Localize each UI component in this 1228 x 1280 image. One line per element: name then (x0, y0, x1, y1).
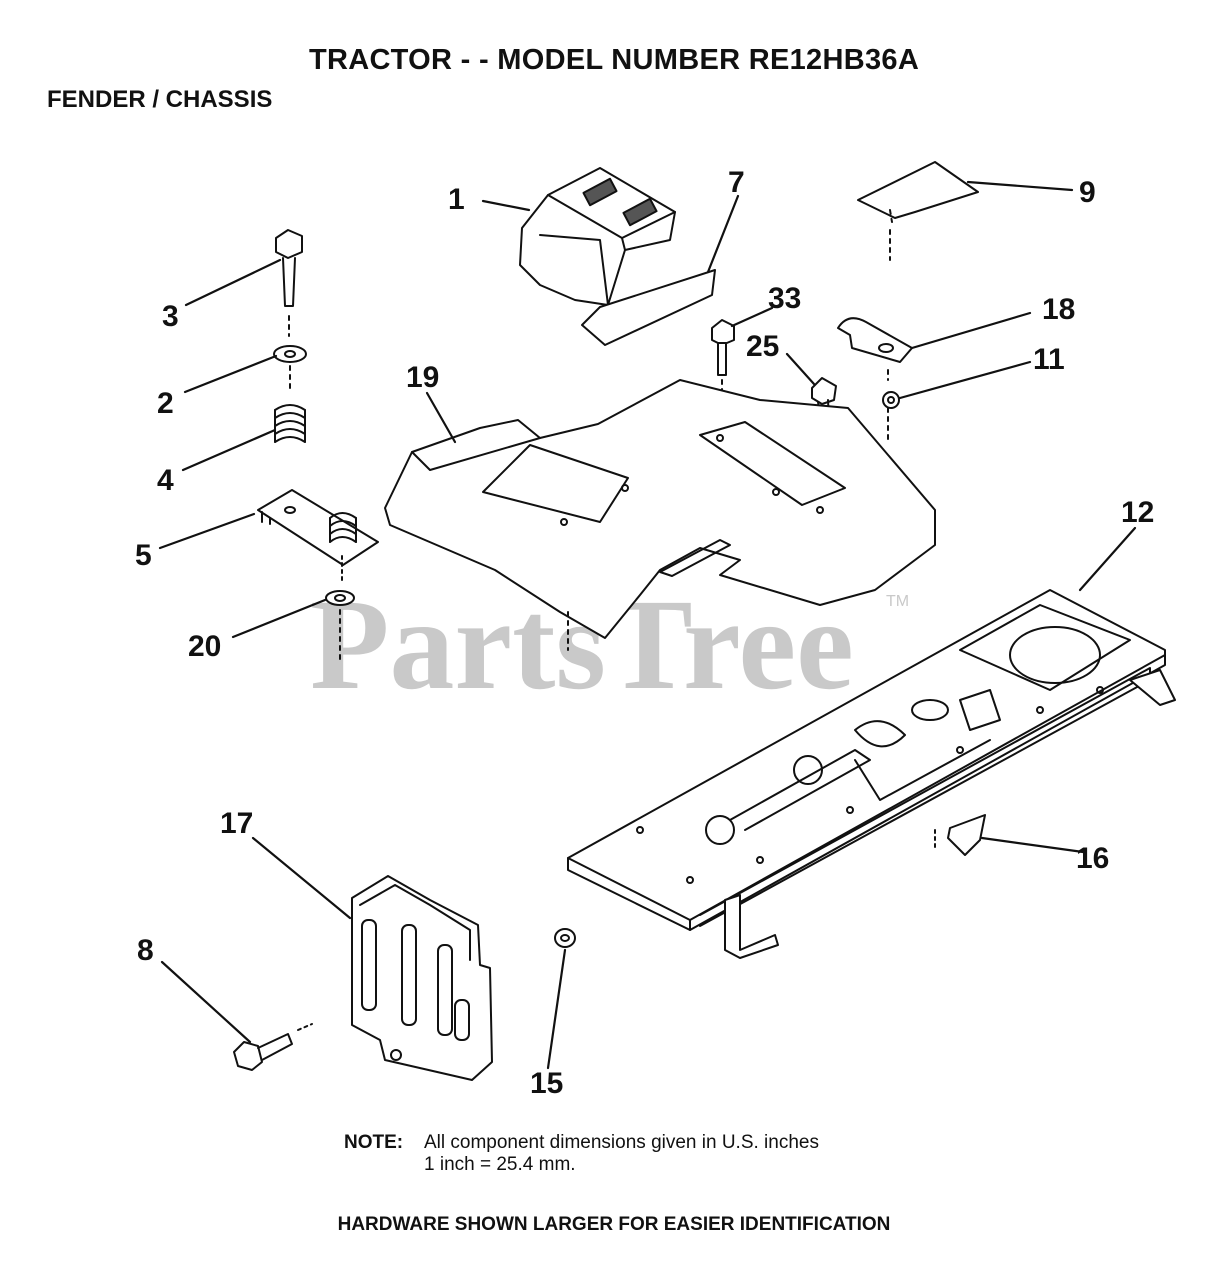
callout-4: 4 (157, 464, 174, 497)
part-2-washer[interactable] (273, 345, 307, 393)
callout-25: 25 (746, 330, 779, 363)
note-label: NOTE: (344, 1132, 404, 1153)
callout-12: 12 (1121, 496, 1154, 529)
part-3-bolt[interactable] (275, 229, 303, 337)
callout-18: 18 (1042, 293, 1075, 326)
part-15-nut[interactable] (554, 928, 576, 948)
callout-7: 7 (728, 166, 745, 199)
part-20-washer[interactable] (325, 590, 355, 661)
callout-15: 15 (530, 1067, 563, 1100)
part-18-clamp[interactable] (837, 317, 913, 441)
note-line-1: All component dimensions given in U.S. i… (424, 1132, 819, 1153)
callout-2: 2 (157, 387, 174, 420)
callout-9: 9 (1079, 176, 1096, 209)
part-17-shield[interactable] (351, 875, 493, 1081)
callout-19: 19 (406, 361, 439, 394)
callout-11: 11 (1033, 343, 1065, 376)
part-33-bolt[interactable] (711, 319, 735, 431)
part-8-bolt[interactable] (233, 1023, 313, 1071)
part-7-pad[interactable] (581, 269, 716, 346)
part-1-battery[interactable] (519, 167, 676, 306)
callout-8: 8 (137, 934, 154, 967)
callout-3: 3 (162, 300, 179, 333)
part-4-spring[interactable] (274, 404, 306, 443)
footer-caption: HARDWARE SHOWN LARGER FOR EASIER IDENTIF… (337, 1214, 891, 1235)
part-11-nut[interactable] (882, 391, 900, 409)
page-title: TRACTOR - - MODEL NUMBER RE12HB36A (308, 44, 920, 76)
callout-16: 16 (1076, 842, 1109, 875)
callout-1: 1 (448, 183, 465, 216)
part-16-wedge[interactable] (934, 814, 986, 856)
watermark-trademark: TM (886, 593, 909, 610)
leader-lines (158, 180, 1137, 1070)
note-block: NOTE: All component dimensions given in U… (344, 1132, 819, 1176)
section-subtitle: FENDER / CHASSIS (47, 86, 273, 113)
callout-20: 20 (188, 630, 221, 663)
part-9-bracket[interactable] (857, 161, 979, 261)
callout-33: 33 (768, 282, 801, 315)
note-line-2: 1 inch = 25.4 mm. (424, 1154, 576, 1175)
callout-5: 5 (135, 539, 152, 572)
part-12-chassis[interactable] (567, 589, 1176, 959)
part-5-plate[interactable] (257, 489, 379, 585)
callout-17: 17 (220, 807, 253, 840)
part-19-fender[interactable] (384, 379, 936, 651)
callout-numbers: 1 7 9 3 33 18 2 25 11 19 4 12 5 20 16 17… (135, 166, 1154, 1100)
